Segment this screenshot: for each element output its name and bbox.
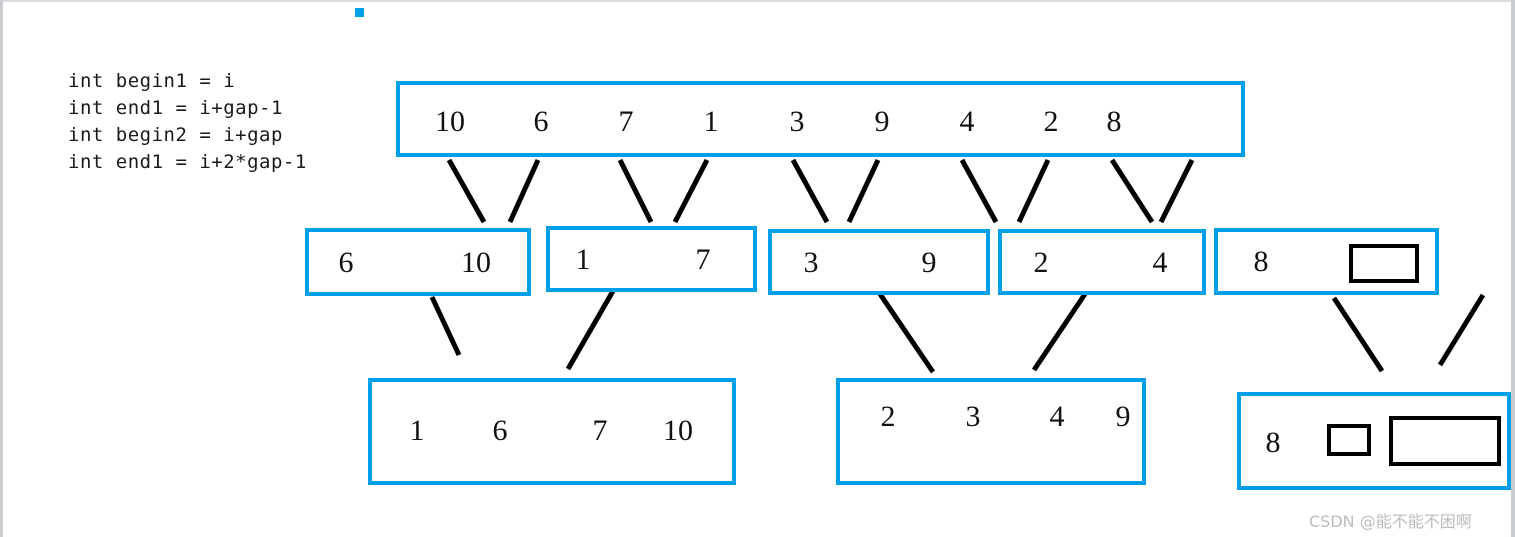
bottom-group-1-cell-3: 10 [663, 414, 693, 447]
link-top-to-pair4-a [959, 158, 999, 224]
link-pair5-to-group3 [1331, 296, 1385, 373]
link-top-to-pair3-a [790, 158, 830, 224]
blue-marker-dot [355, 8, 364, 17]
top-array-box[interactable]: 10 6 7 1 3 9 4 2 8 [396, 81, 1245, 157]
bottom-group-3-empty-slot-1 [1389, 416, 1501, 466]
middle-group-2-cell-1: 7 [695, 243, 711, 276]
link-top-to-pair5-b [1158, 158, 1195, 224]
bottom-group-1-cell-2: 7 [592, 414, 608, 447]
bottom-group-2-box[interactable]: 2 3 4 9 [836, 378, 1146, 485]
canvas-left-edge [0, 0, 3, 537]
link-top-to-pair2-b [672, 158, 710, 224]
top-array-cell-8: 8 [1106, 105, 1122, 138]
bottom-group-2-cell-3: 9 [1115, 400, 1131, 433]
link-top-to-pair2-a [617, 158, 654, 224]
bottom-group-3-box[interactable]: 8 [1237, 392, 1511, 490]
link-pair1-to-group1 [429, 295, 462, 357]
top-array-cell-7: 2 [1043, 105, 1059, 138]
bottom-group-2-cell-1: 3 [965, 400, 981, 433]
csdn-watermark: CSDN @能不能不困啊 [1309, 512, 1472, 531]
middle-group-3-cell-1: 9 [921, 246, 937, 279]
top-array-cell-4: 3 [789, 105, 805, 138]
link-pair2-to-group1 [565, 289, 616, 371]
link-top-to-pair1-b [507, 158, 541, 224]
canvas-top-edge [0, 0, 1515, 2]
top-array-cell-3: 1 [703, 105, 719, 138]
top-array-cell-6: 4 [959, 105, 975, 138]
middle-group-5-cell-0: 8 [1253, 245, 1269, 278]
canvas-right-edge [1511, 0, 1515, 537]
top-array-cell-2: 7 [618, 105, 634, 138]
middle-group-5-box[interactable]: 8 [1214, 228, 1439, 295]
middle-group-3-cell-0: 3 [803, 246, 819, 279]
bottom-group-3-cell-0: 8 [1265, 426, 1281, 459]
middle-group-3-box[interactable]: 3 9 [768, 229, 990, 295]
middle-group-4-box[interactable]: 2 4 [998, 229, 1206, 295]
top-array-cell-0: 10 [435, 105, 465, 138]
middle-group-4-cell-0: 2 [1033, 246, 1049, 279]
bottom-group-1-box[interactable]: 1 6 7 10 [368, 378, 736, 485]
link-top-to-pair4-b [1016, 158, 1051, 224]
link-tail-to-group3 [1437, 293, 1486, 367]
top-array-cell-1: 6 [533, 105, 549, 138]
middle-group-1-box[interactable]: 6 10 [305, 228, 531, 296]
link-pair4-to-group2 [1031, 292, 1088, 372]
link-top-to-pair5-a [1109, 158, 1155, 224]
middle-group-4-cell-1: 4 [1152, 246, 1168, 279]
middle-group-2-cell-0: 1 [575, 243, 591, 276]
middle-group-5-empty-slot-0 [1349, 244, 1419, 283]
top-array-cell-5: 9 [874, 105, 890, 138]
bottom-group-1-cell-0: 1 [409, 414, 425, 447]
code-snippet-text: int begin1 = i int end1 = i+gap-1 int be… [68, 70, 307, 173]
middle-group-1-cell-0: 6 [338, 246, 354, 279]
link-top-to-pair3-b [846, 158, 881, 224]
middle-group-1-cell-1: 10 [461, 246, 491, 279]
bottom-group-2-cell-0: 2 [880, 400, 896, 433]
middle-group-2-box[interactable]: 1 7 [546, 226, 757, 292]
link-top-to-pair1-a [446, 158, 487, 224]
bottom-group-1-cell-1: 6 [492, 414, 508, 447]
bottom-group-2-cell-2: 4 [1049, 400, 1065, 433]
link-pair3-to-group2 [877, 292, 936, 374]
bottom-group-3-empty-slot-0 [1327, 424, 1371, 456]
